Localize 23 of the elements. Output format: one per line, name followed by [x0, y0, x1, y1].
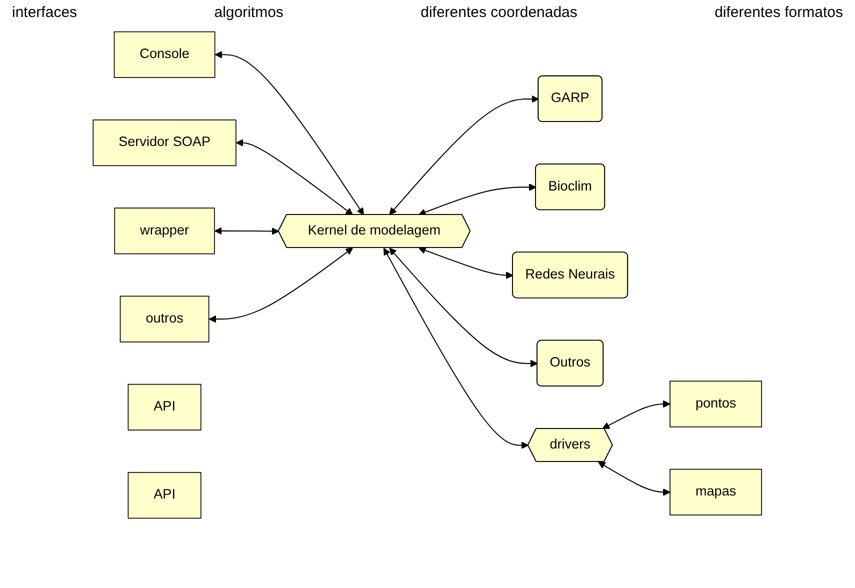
arrow — [389, 248, 538, 368]
arrow — [602, 400, 670, 429]
node-box: API — [128, 384, 202, 430]
node-box: Servidor SOAP — [92, 120, 236, 166]
section-label: algoritmos — [214, 4, 284, 21]
arrow — [214, 50, 364, 216]
node-box: pontos — [670, 380, 762, 428]
section-label: interfaces — [12, 4, 78, 21]
arrow — [384, 248, 529, 449]
arrow — [389, 95, 540, 215]
node-box: Console — [114, 31, 216, 78]
section-label: diferentes formatos — [714, 4, 843, 21]
arrow — [418, 184, 536, 216]
node-box: mapas — [670, 468, 762, 516]
arrow — [598, 462, 670, 496]
node-box: API — [128, 472, 202, 519]
node-box: wrapper — [114, 208, 216, 254]
arrow — [236, 139, 354, 216]
arrow — [214, 227, 280, 235]
arrow — [208, 248, 354, 323]
node-box: outros — [120, 296, 210, 342]
section-label: diferentes coordenadas — [420, 4, 578, 21]
arrow — [418, 246, 514, 280]
